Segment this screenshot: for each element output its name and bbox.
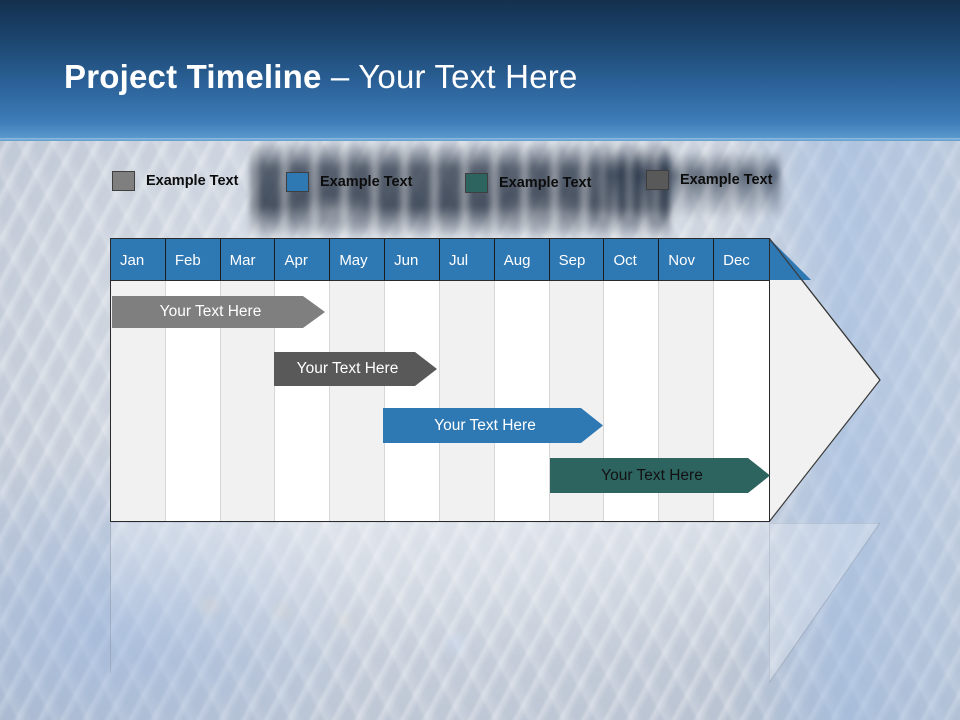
month-cell-sep[interactable]: Sep <box>550 239 605 281</box>
timeline-arrow-head <box>769 238 881 522</box>
legend-swatch-icon-1 <box>112 171 135 191</box>
legend-item-2: Example Text <box>286 172 412 192</box>
page-title-strong: Project Timeline <box>64 58 322 95</box>
month-cell-nov[interactable]: Nov <box>659 239 715 281</box>
legend-swatch-icon-2 <box>286 172 309 192</box>
grid-column-oct <box>604 281 660 521</box>
grid-column-jul <box>439 281 495 521</box>
month-cell-apr[interactable]: Apr <box>275 239 331 281</box>
month-cell-jun[interactable]: Jun <box>385 239 440 281</box>
legend-item-4: Example Text <box>646 170 772 190</box>
month-cell-dec[interactable]: Dec <box>723 251 750 269</box>
legend-item-3: Example Text <box>465 173 591 193</box>
month-cell-jan[interactable]: Jan <box>111 239 166 281</box>
legend-label-4: Example Text <box>680 172 773 188</box>
legend-item-1: Example Text <box>112 171 238 191</box>
month-cell-may[interactable]: May <box>330 239 386 281</box>
task-bar-3[interactable]: Your Text Here <box>383 408 603 443</box>
month-cell-mar[interactable]: Mar <box>221 239 276 281</box>
month-cell-aug[interactable]: Aug <box>495 239 550 281</box>
task-bar-2[interactable]: Your Text Here <box>274 352 437 386</box>
title-band: Project Timeline – Your Text Here <box>0 0 960 141</box>
task-bar-1[interactable]: Your Text Here <box>112 296 325 328</box>
legend-swatch-icon-4 <box>646 170 669 190</box>
grid-column-aug <box>495 281 550 521</box>
month-cell-feb[interactable]: Feb <box>166 239 221 281</box>
legend-swatch-icon-3 <box>465 173 488 193</box>
grid-column-feb <box>166 281 221 521</box>
page-title-rest: – Your Text Here <box>321 58 578 95</box>
month-cell-oct[interactable]: Oct <box>604 239 660 281</box>
grid-column-may <box>330 281 386 521</box>
circuit-board-image-secondary <box>600 150 780 220</box>
task-bar-4[interactable]: Your Text Here <box>550 458 770 493</box>
legend-label-1: Example Text <box>146 173 239 189</box>
month-cell-jul[interactable]: Jul <box>440 239 495 281</box>
grid-column-jun <box>385 281 440 521</box>
legend-label-2: Example Text <box>320 174 413 190</box>
page-title: Project Timeline – Your Text Here <box>64 58 578 96</box>
legend-label-3: Example Text <box>499 175 592 191</box>
grid-column-apr <box>275 281 331 521</box>
background-bokeh <box>120 560 680 710</box>
